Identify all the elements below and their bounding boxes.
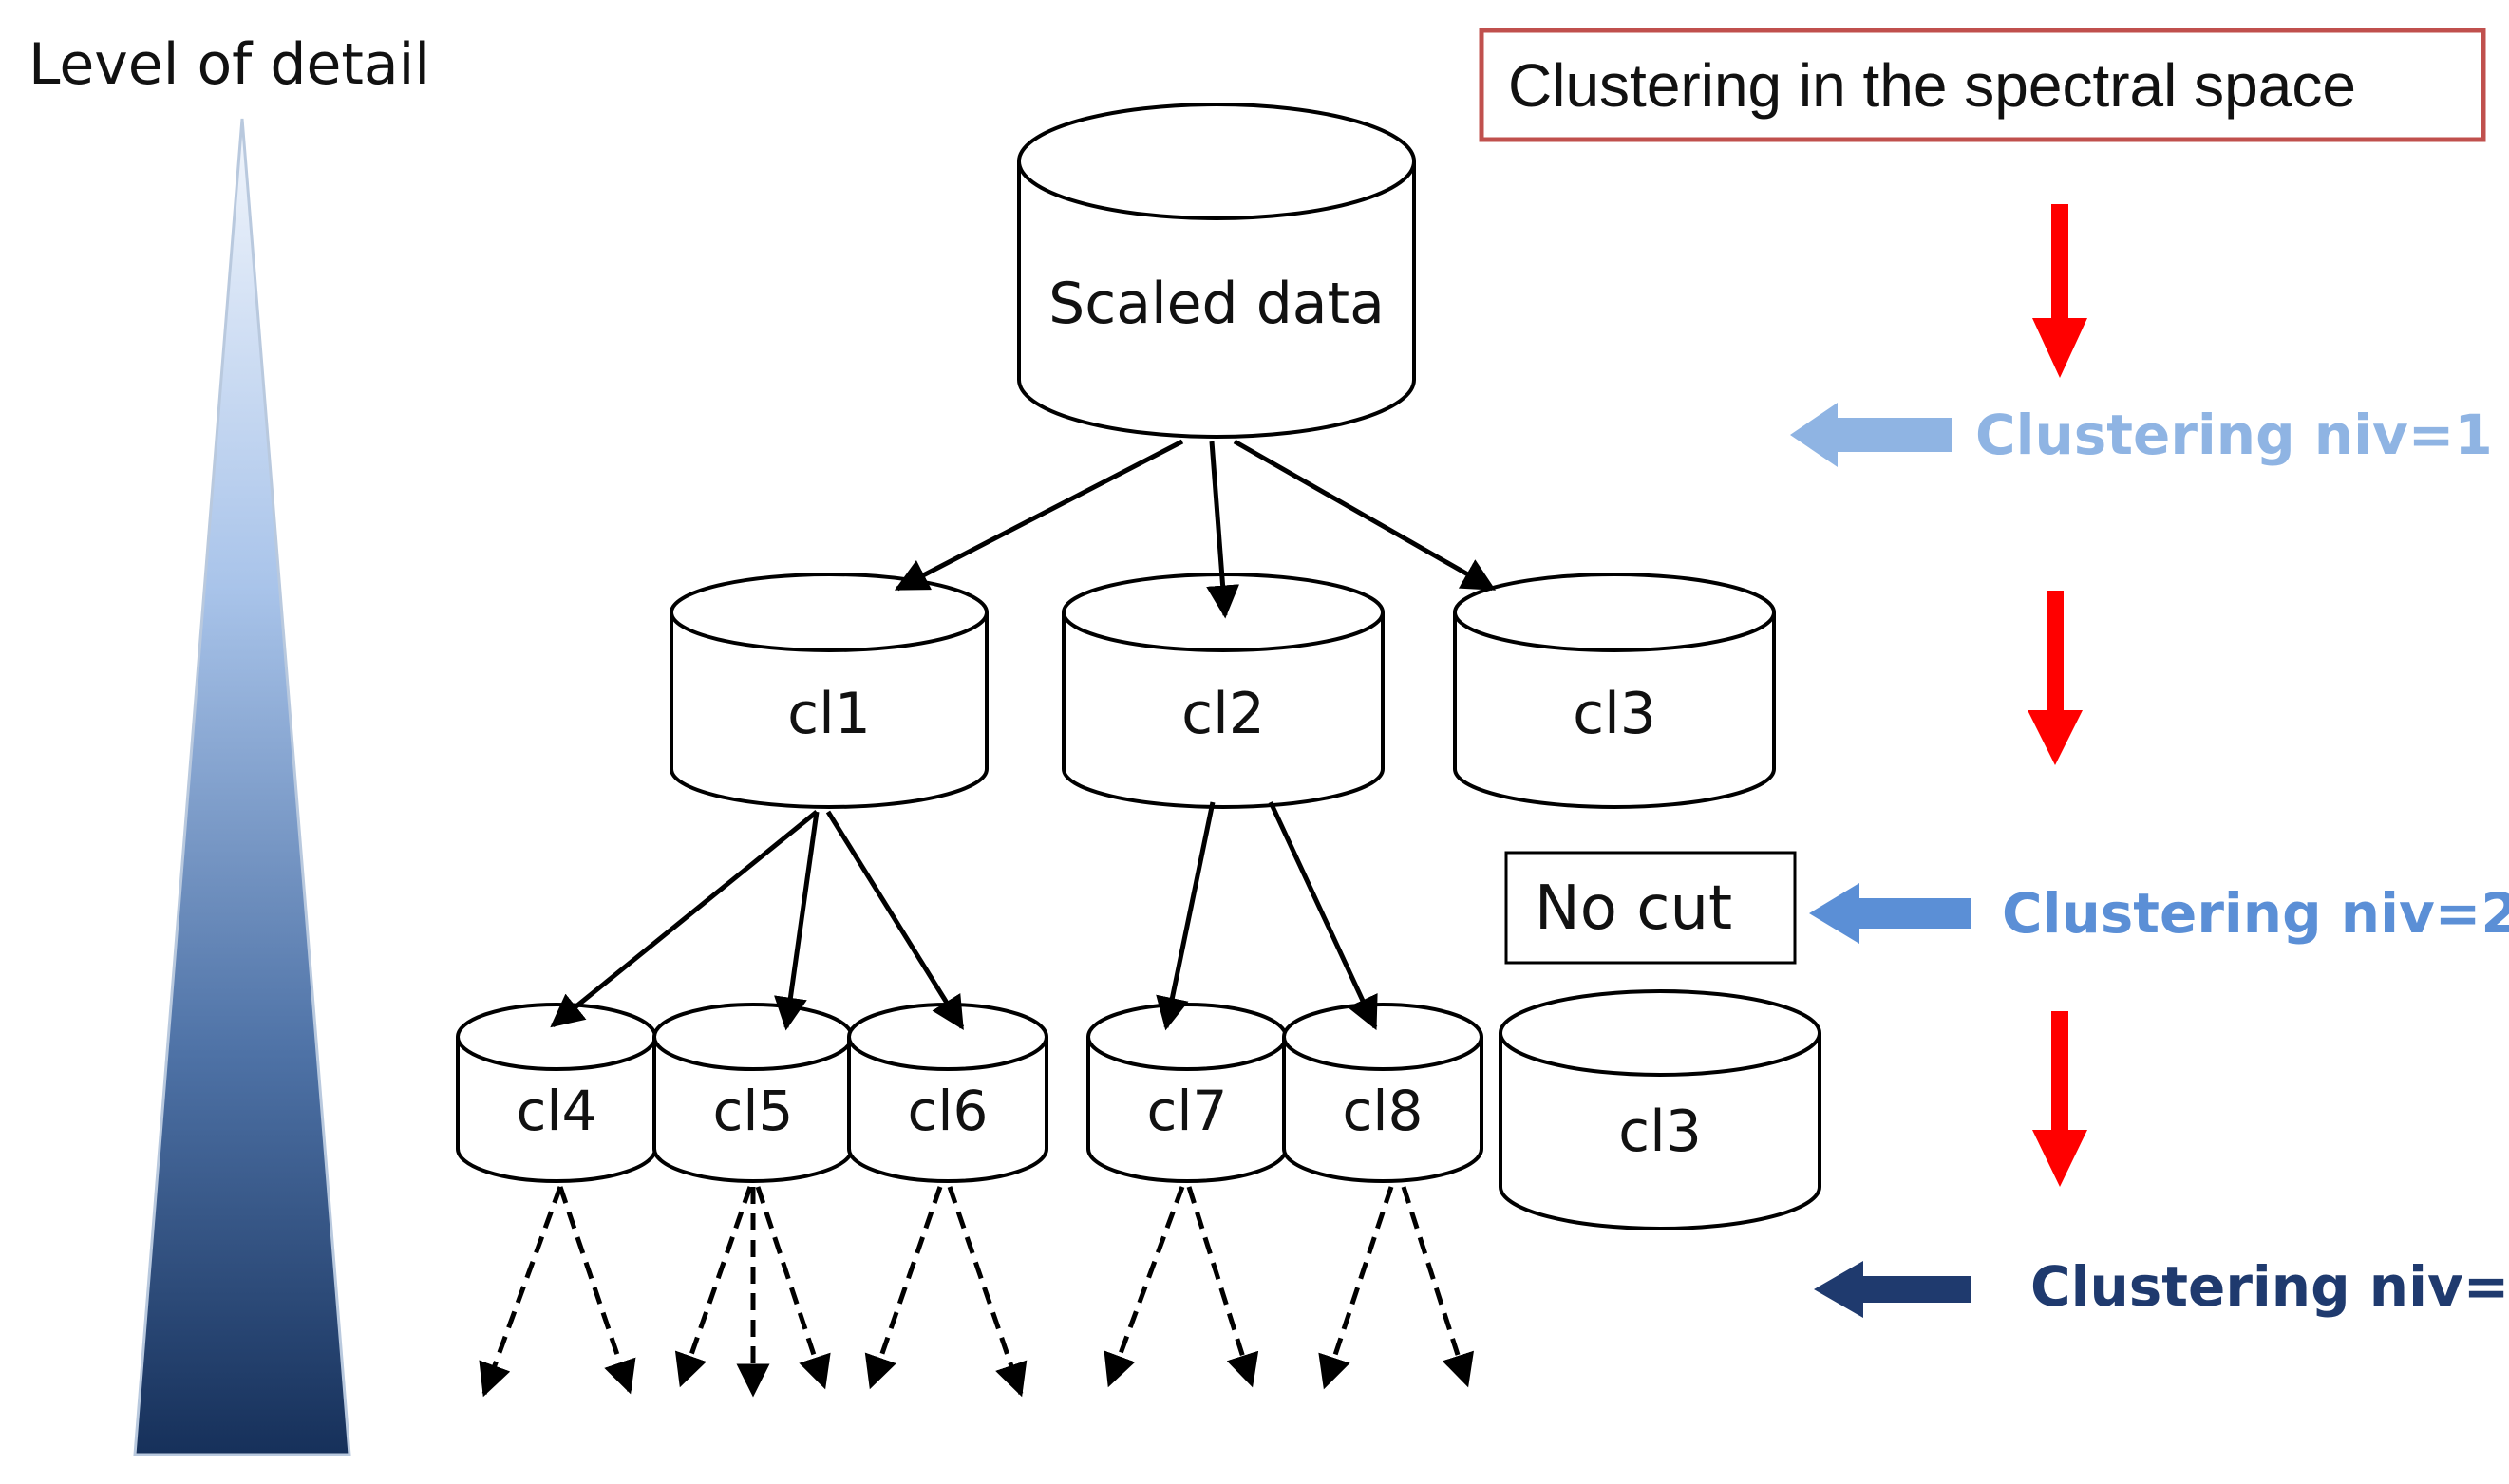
left-arrow-icon-niv3: [1814, 1261, 1971, 1318]
level-of-detail-label: Level of detail: [28, 31, 430, 98]
no-cut-box: [1504, 851, 1797, 965]
down-arrow-icon: [2032, 1011, 2087, 1187]
level2-label: cl3: [1618, 1099, 1702, 1165]
step-label-niv3: Clustering niv=3: [2030, 1254, 2509, 1319]
step-label-niv2: Clustering niv=2: [2002, 881, 2509, 946]
down-arrow-icon: [2032, 204, 2087, 378]
connector-arrow: [1233, 439, 1497, 592]
dashed-arrow: [1401, 1186, 1474, 1388]
left-arrow-icon-niv2: [1809, 883, 1971, 944]
cylinder-scaled-data: Scaled data: [1017, 103, 1416, 439]
title-text: Clustering in the spectral space: [1508, 51, 2356, 120]
cylinder-cl3-level1: cl3: [1453, 573, 1776, 809]
cylinder-cl4: cl4: [456, 1003, 657, 1183]
down-arrow-icon: [2028, 591, 2083, 765]
further-splits: [479, 1186, 1474, 1398]
cylinder-cl8: cl8: [1282, 1003, 1483, 1183]
level2-label: cl8: [1343, 1079, 1424, 1143]
tree-connectors: [550, 439, 1497, 1031]
level1-label: cl2: [1181, 681, 1265, 747]
no-cut-label: No cut: [1535, 873, 1732, 944]
cylinder-cl5: cl5: [652, 1003, 854, 1183]
connector-arrow: [774, 811, 820, 1031]
cylinder-cl2: cl2: [1062, 573, 1385, 809]
progression-arrows: [2028, 204, 2087, 1187]
connector-arrow: [1268, 800, 1378, 1031]
dashed-arrow: [1318, 1186, 1394, 1390]
connector-arrow: [1206, 441, 1240, 619]
left-arrow-icon-niv1: [1790, 403, 1952, 467]
cylinder-cl7: cl7: [1086, 1003, 1288, 1183]
level2-label: cl4: [517, 1079, 597, 1143]
dashed-arrow: [947, 1186, 1028, 1398]
dashed-arrow: [755, 1186, 831, 1390]
dashed-arrow: [557, 1186, 636, 1395]
dashed-arrow: [1104, 1186, 1185, 1388]
level1-label: cl1: [787, 681, 871, 747]
connector-arrow: [1156, 801, 1216, 1031]
level2-label: cl7: [1147, 1079, 1228, 1143]
cylinder-cl1: cl1: [670, 573, 989, 809]
connector-arrow: [550, 810, 819, 1028]
level2-label: cl6: [908, 1079, 989, 1143]
step-label-niv1: Clustering niv=1: [1975, 403, 2493, 467]
root-label: Scaled data: [1048, 271, 1385, 337]
dashed-arrow: [479, 1186, 563, 1398]
dashed-arrow: [1186, 1186, 1259, 1388]
cylinder-cl6: cl6: [847, 1003, 1048, 1183]
level1-label: cl3: [1573, 681, 1656, 747]
dashed-arrow: [864, 1186, 943, 1390]
dashed-arrow: [674, 1186, 753, 1388]
cylinder-cl3-level2: cl3: [1499, 989, 1821, 1230]
level-of-detail-triangle: [133, 118, 351, 1456]
title-box: [1479, 28, 2486, 142]
connector-arrow: [894, 439, 1184, 592]
level2-label: cl5: [713, 1079, 794, 1143]
connector-arrow: [825, 810, 965, 1030]
